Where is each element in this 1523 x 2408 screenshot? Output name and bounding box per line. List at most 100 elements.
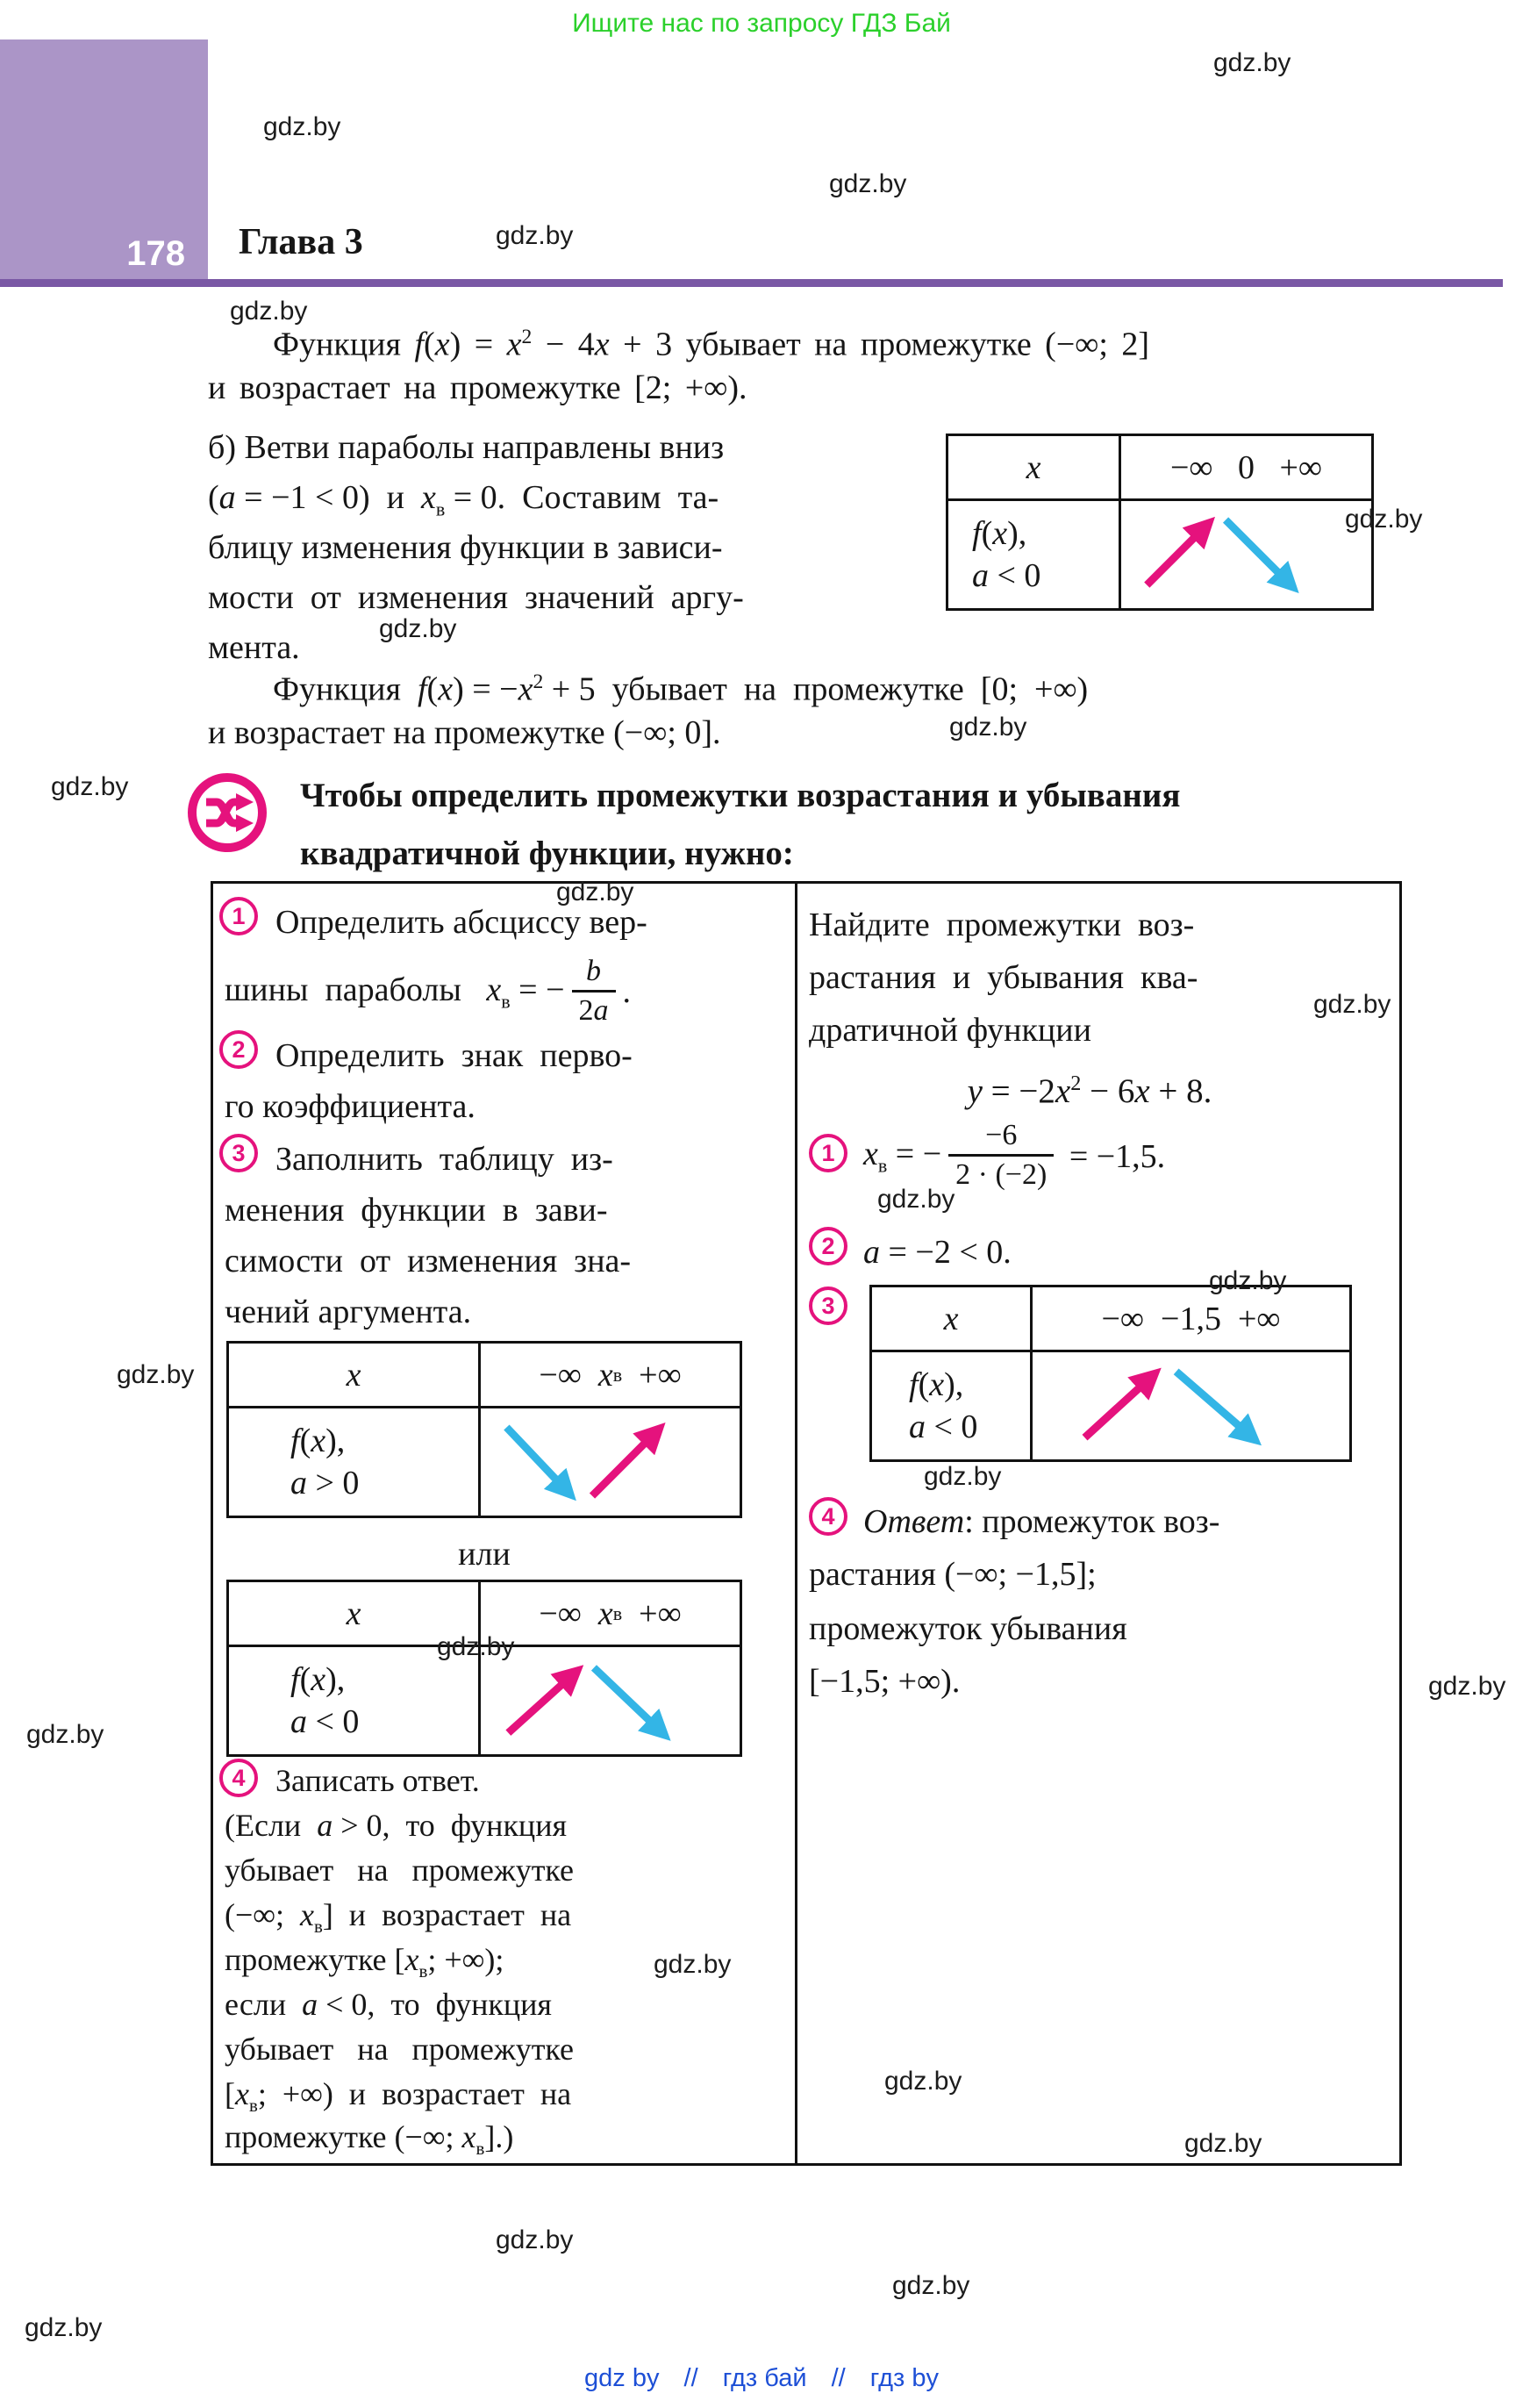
watermark: gdz.by <box>496 2225 574 2254</box>
text-line: (Если a > 0, то функция <box>225 1808 568 1843</box>
watermark: gdz.by <box>1213 48 1291 77</box>
page-number: 178 <box>126 234 185 273</box>
decrease-arrow-icon <box>590 1665 671 1741</box>
text-line: (−∞; xв] и возрастает на <box>225 1897 572 1938</box>
text-line: промежутке (−∞; xв].) <box>225 2119 514 2160</box>
watermark: gdz.by <box>884 2067 962 2096</box>
step-number: 2 <box>809 1227 847 1265</box>
footer-link-gdz-by[interactable]: gdz by <box>584 2364 660 2392</box>
step-number: 4 <box>809 1497 847 1536</box>
rule-box <box>211 881 1402 2166</box>
text-line: Функция f(x) = −x2 + 5 убывает на промеж… <box>273 670 1089 708</box>
text-line: блицу изменения функции в зависи- <box>208 529 723 566</box>
page-number-block: 178 <box>0 39 208 279</box>
step-number: 3 <box>809 1286 847 1325</box>
text-line: мости от изменения значений аргу- <box>208 579 744 616</box>
trend-arrows <box>505 1665 671 1741</box>
fraction: b 2a <box>571 954 616 1030</box>
table-arrows-cell <box>1121 501 1371 608</box>
text-line: промежуток убывания <box>809 1610 1127 1647</box>
footer-separator: // <box>831 2364 846 2392</box>
text-line: a = −2 < 0. <box>863 1234 1012 1271</box>
text-line: если a < 0, то функция <box>225 1987 552 2022</box>
text-line: мента. <box>208 629 300 666</box>
decrease-arrow-icon <box>1222 517 1299 594</box>
table-header-x: x <box>872 1287 1033 1352</box>
increase-arrow-icon <box>589 1422 666 1499</box>
watermark: gdz.by <box>1209 1266 1287 1295</box>
text-line: чений аргумента. <box>225 1294 472 1330</box>
table-header-range: −∞ −1,5 +∞ <box>1033 1287 1349 1352</box>
text-line: и возрастает на промежутке (−∞; 0]. <box>208 714 721 751</box>
rule-heading-line: квадратичной функции, нужно: <box>300 835 794 872</box>
watermark: gdz.by <box>25 2313 103 2342</box>
chapter-title: Глава 3 <box>239 222 363 262</box>
watermark: gdz.by <box>1313 990 1391 1019</box>
shuffle-rule-icon <box>188 773 267 852</box>
watermark: gdz.by <box>892 2271 970 2300</box>
footer-separator: // <box>683 2364 698 2392</box>
text-line: [−1,5; +∞). <box>809 1663 961 1700</box>
increase-arrow-icon <box>1082 1367 1162 1441</box>
watermark: gdz.by <box>654 1950 732 1979</box>
promo-banner: Ищите нас по запросу ГДЗ Бай <box>572 9 951 38</box>
watermark: gdz.by <box>379 614 457 643</box>
formula-line: шины параболы xв = − b 2a . <box>225 948 631 1036</box>
table-arrows-cell <box>481 1408 740 1516</box>
trend-arrows <box>1144 516 1299 594</box>
watermark: gdz.by <box>877 1185 955 1214</box>
decrease-arrow-icon <box>504 1424 576 1501</box>
watermark: gdz.by <box>556 878 634 907</box>
watermark: gdz.by <box>230 297 308 326</box>
table-function-cell: f(x), a < 0 <box>229 1647 481 1754</box>
watermark: gdz.by <box>51 772 129 801</box>
step-number: 3 <box>219 1134 258 1172</box>
header-divider <box>0 279 1503 287</box>
text-line: [xв; +∞) и возрастает на <box>225 2076 572 2117</box>
text-line: промежутке [xв; +∞); <box>225 1942 504 1982</box>
table-header-x: x <box>948 436 1121 501</box>
text-line: Определить знак перво- <box>275 1037 633 1074</box>
text-line: Ответ: промежуток воз- <box>863 1503 1220 1540</box>
footer-link-gdz-by-2[interactable]: гдз by <box>869 2364 939 2392</box>
text-line: дратичной функции <box>809 1012 1091 1049</box>
footer-link-gdz-bai[interactable]: гдз бай <box>722 2364 807 2392</box>
text-line: го коэффициента. <box>225 1088 475 1125</box>
fraction: −6 2 · (−2) <box>948 1118 1055 1194</box>
formula-line: xв = − −6 2 · (−2) = −1,5. <box>863 1110 1165 1202</box>
watermark: gdz.by <box>496 221 574 250</box>
watermark: gdz.by <box>117 1360 195 1389</box>
text-line: Функция f(x) = x2 − 4x + 3 убывает на пр… <box>273 326 1150 363</box>
rule-box-divider <box>795 881 797 2163</box>
trend-arrows <box>1082 1367 1262 1446</box>
text-line: убывает на промежутке <box>225 2032 575 2067</box>
text-line: менения функции в зави- <box>225 1192 608 1229</box>
decrease-arrow-icon <box>1173 1368 1262 1446</box>
table-header-x: x <box>229 1582 481 1647</box>
text-line: Заполнить таблицу из- <box>275 1141 613 1178</box>
text-line: б) Ветви параболы направлены вниз <box>208 429 725 466</box>
watermark: gdz.by <box>1184 2129 1262 2158</box>
watermark: gdz.by <box>924 1462 1002 1491</box>
text-line: симости от изменения зна- <box>225 1243 632 1279</box>
step-number: 4 <box>219 1759 258 1797</box>
or-label: или <box>458 1536 511 1573</box>
table-header-x: x <box>229 1344 481 1408</box>
text-line: (a = −1 < 0) и xв = 0. Составим та- <box>208 479 719 520</box>
table-function-cell: f(x), a > 0 <box>229 1408 481 1516</box>
watermark: gdz.by <box>26 1720 104 1749</box>
watermark: gdz.by <box>829 169 907 198</box>
variation-table-c: x −∞ −1,5 +∞ f(x), a < 0 <box>869 1285 1352 1462</box>
watermark: gdz.by <box>263 112 341 141</box>
increase-arrow-icon <box>505 1665 584 1736</box>
watermark: gdz.by <box>1428 1672 1506 1701</box>
watermark: gdz.by <box>437 1632 515 1661</box>
text-line: Найдите промежутки воз- <box>809 907 1195 943</box>
table-arrows-cell <box>481 1647 740 1754</box>
table-header-range: −∞ 0 +∞ <box>1121 436 1371 501</box>
